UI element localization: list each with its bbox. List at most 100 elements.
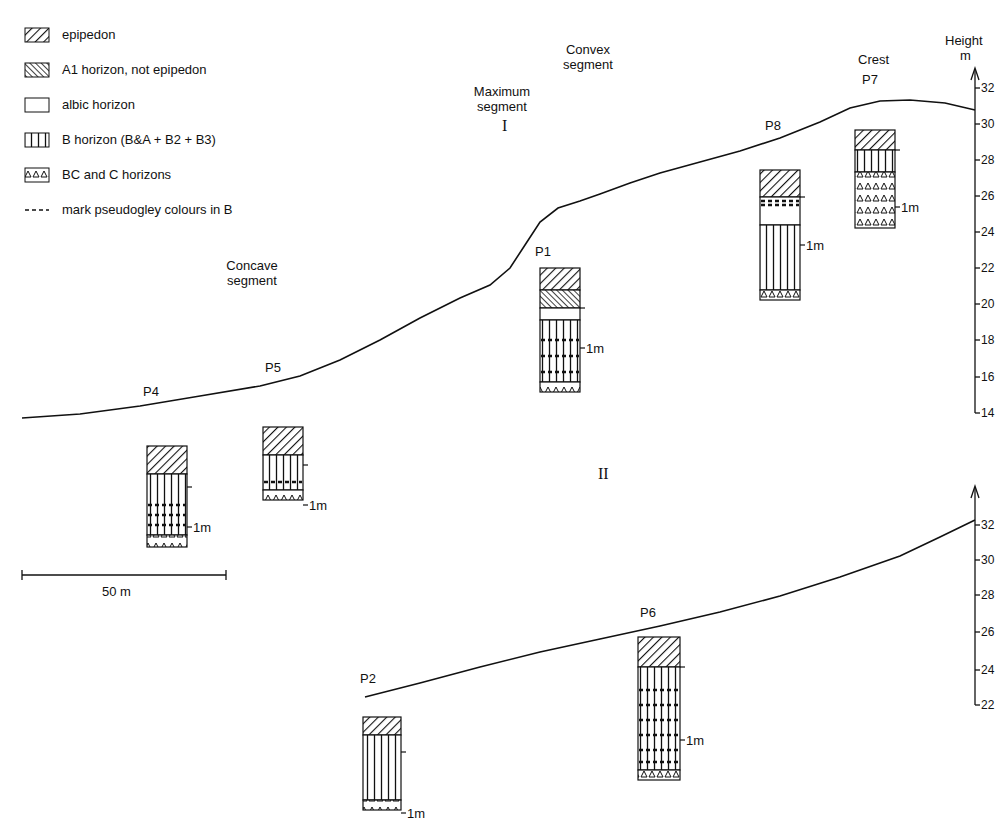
legend-text: mark pseudogley colours in B (62, 202, 233, 217)
profile-label: P2 (360, 671, 376, 686)
profile-label: P6 (640, 605, 656, 620)
transect-number: I (502, 118, 507, 133)
pseudogley-mark (639, 761, 679, 764)
albic-swatch (25, 98, 49, 112)
horizon-band (363, 735, 401, 800)
horizon-band (540, 290, 580, 308)
profile-label: P1 (535, 244, 551, 259)
axis-number: 30 (981, 553, 994, 568)
depth-tick (580, 347, 585, 348)
depth-tick (580, 307, 585, 308)
depth-tick (401, 812, 406, 813)
depth-label: 1m (407, 806, 425, 821)
depth-tick (187, 526, 192, 527)
horizon-band (760, 290, 800, 300)
horizon-band (638, 667, 680, 770)
horizon-band (363, 717, 401, 735)
profile-label: P4 (143, 384, 159, 399)
axis-number: 18 (981, 333, 994, 348)
legend-text: A1 horizon, not epipedon (62, 62, 207, 77)
depth-tick (303, 504, 308, 505)
pseudogley-mark (639, 719, 679, 722)
depth-label: 1m (586, 341, 604, 356)
axis-title: Height (945, 33, 983, 48)
soil-column-p7 (855, 130, 900, 228)
epipedon-swatch (25, 28, 49, 42)
pseudogley-mark (148, 504, 186, 507)
horizon-band (855, 172, 895, 228)
depth-tick (680, 666, 685, 667)
horizon-band (263, 427, 303, 455)
horizon-band (760, 197, 800, 225)
horizon-band (263, 455, 303, 490)
segment-name: Maximum segment (462, 84, 542, 114)
slope-profile-i (22, 100, 975, 418)
legend-text: albic horizon (62, 97, 135, 112)
horizon-band (147, 474, 187, 535)
axis-number: 28 (981, 153, 994, 168)
horizon-band (540, 308, 580, 320)
horizon-band (638, 770, 680, 780)
legend-text: B horizon (B&A + B2 + B3) (62, 132, 216, 147)
depth-tick (895, 149, 900, 150)
axis-number: 14 (981, 406, 994, 421)
legend-swatches (25, 28, 49, 210)
soil-column-p5 (263, 427, 308, 505)
pseudogley-mark (541, 339, 579, 342)
pseudogley-mark (761, 204, 799, 207)
axis-number: 32 (981, 518, 994, 533)
horizon-band (760, 170, 800, 197)
horizon-band (147, 535, 187, 547)
depth-tick (800, 244, 805, 245)
legend-text: BC and C horizons (62, 167, 171, 182)
c-horizon-swatch (25, 168, 49, 182)
segment-name: Concave segment (212, 258, 292, 288)
axis-number: 22 (981, 261, 994, 276)
depth-tick (680, 739, 685, 740)
horizon-band (855, 150, 895, 172)
pseudogley-mark (148, 524, 186, 527)
profile-label: P5 (265, 360, 281, 375)
pseudogley-mark (639, 689, 679, 692)
horizon-band (540, 382, 580, 392)
pseudogley-swatch (25, 209, 49, 211)
a1-swatch (25, 63, 49, 77)
depth-tick (303, 464, 308, 465)
axis-number: 22 (981, 698, 994, 713)
pseudogley-mark (639, 749, 679, 752)
axis-number: 24 (981, 225, 994, 240)
depth-label: 1m (806, 238, 824, 253)
depth-tick (187, 486, 192, 487)
height-axis-i (971, 68, 980, 413)
profile-label: P8 (765, 118, 781, 133)
horizon-band (540, 268, 580, 290)
scale-bar (22, 570, 226, 580)
axis-number: 26 (981, 189, 994, 204)
pseudogley-mark (639, 704, 679, 707)
depth-tick (401, 751, 406, 752)
segment-name: Convex segment (548, 42, 628, 72)
horizon-band (263, 490, 303, 500)
profile-label: P7 (862, 72, 878, 87)
depth-label: 1m (686, 733, 704, 748)
axis-unit: m (960, 48, 971, 63)
axis-number: 16 (981, 370, 994, 385)
horizon-band (760, 225, 800, 290)
axis-number: 28 (981, 588, 994, 603)
soil-column-p8 (760, 170, 805, 300)
legend-text: epipedon (62, 27, 116, 42)
depth-tick (800, 196, 805, 197)
soil-column-p1 (540, 268, 585, 392)
scale-label: 50 m (102, 584, 131, 599)
horizon-band (363, 800, 401, 810)
axis-number: 30 (981, 117, 994, 132)
soil-columns (147, 130, 900, 813)
b-horizon-swatch (25, 133, 49, 147)
horizon-band (855, 130, 895, 150)
pseudogley-mark (148, 514, 186, 517)
axis-number: 20 (981, 297, 994, 312)
soil-column-p6 (638, 637, 685, 780)
axis-number: 26 (981, 625, 994, 640)
